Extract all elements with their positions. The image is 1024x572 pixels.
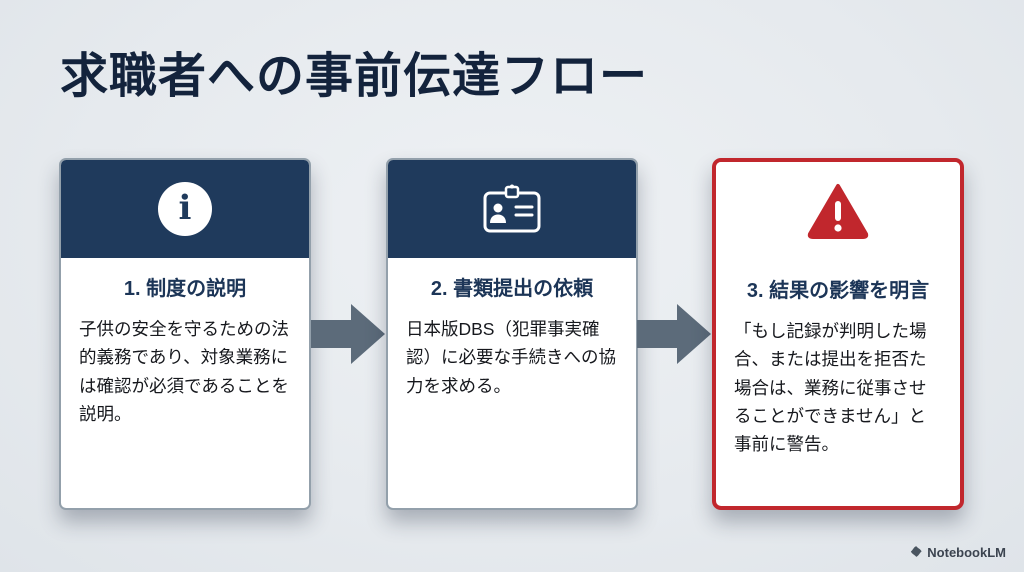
id-card-icon	[483, 184, 541, 233]
info-icon: i	[158, 182, 212, 236]
card-1-header: i	[61, 160, 309, 258]
step-card-3: 3. 結果の影響を明言 「もし記録が判明した場合、または提出を拒否た場合は、業務…	[712, 158, 964, 510]
step-1-title: 1. 制度の説明	[123, 278, 247, 300]
page-title: 求職者への事前伝達フロー	[60, 50, 649, 103]
card-1-body: 1. 制度の説明 子供の安全を守るための法的義務であり、対象業務には確認が必須で…	[61, 258, 309, 428]
step-3-title: 3. 結果の影響を明言	[746, 280, 930, 302]
warning-icon	[807, 184, 869, 239]
notebooklm-logo-icon	[911, 546, 922, 557]
step-card-1: i 1. 制度の説明 子供の安全を守るための法的義務であり、対象業務には確認が必…	[59, 158, 311, 510]
card-3-header	[716, 162, 960, 260]
flow-arrow-2-icon	[637, 304, 711, 364]
flow-arrow-1-icon	[311, 304, 385, 364]
step-card-2: 2. 書類提出の依頼 日本版DBS（犯罪事実確認）に必要な手続きへの協力を求める…	[386, 158, 638, 510]
step-3-description: 「もし記録が判明した場合、または提出を拒否た場合は、業務に従事させることができま…	[734, 321, 927, 455]
step-1-description: 子供の安全を守るための法的義務であり、対象業務には確認が必須であることを説明。	[79, 319, 289, 425]
info-icon-glyph: i	[178, 188, 192, 228]
card-3-body: 3. 結果の影響を明言 「もし記録が判明した場合、または提出を拒否た場合は、業務…	[716, 260, 960, 459]
footer-brand: NotebookLM	[907, 545, 1006, 560]
card-2-header	[388, 160, 636, 258]
step-2-description: 日本版DBS（犯罪事実確認）に必要な手続きへの協力を求める。	[406, 319, 616, 396]
footer-brand-label: NotebookLM	[927, 545, 1006, 560]
step-2-title: 2. 書類提出の依頼	[430, 278, 594, 300]
card-2-body: 2. 書類提出の依頼 日本版DBS（犯罪事実確認）に必要な手続きへの協力を求める…	[388, 258, 636, 400]
